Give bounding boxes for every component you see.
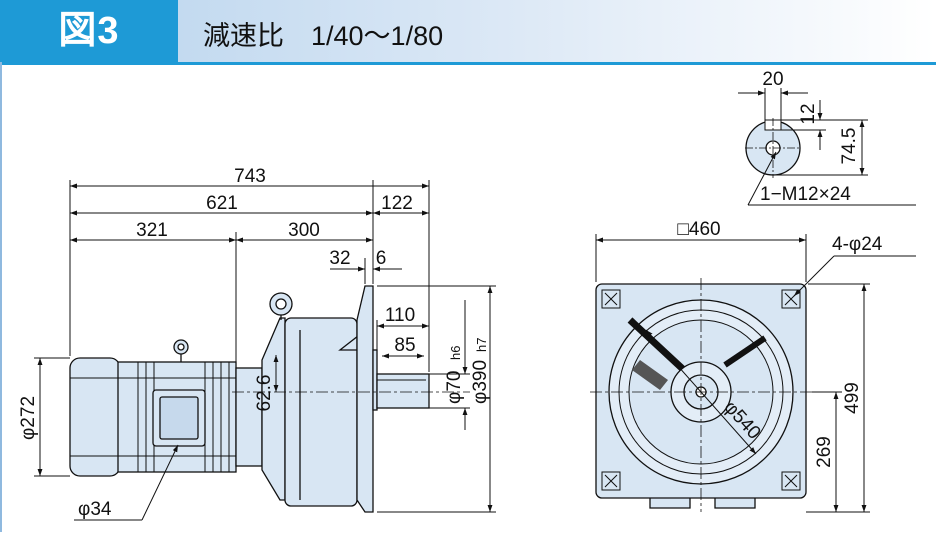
dim-flange-extension: 122 [381,193,413,214]
dim-pilot-dia: φ390 [470,360,491,404]
dim-flange-height: 499 [842,382,863,414]
dim-62-6: 62.6 [254,375,275,412]
bolt-holes [601,289,801,491]
dim-tapped-hole: 1−M12×24 [760,184,851,205]
shaft-end-dimension-lines [738,88,916,206]
flange-bottom-lugs [649,498,756,509]
motor-adapter [235,367,263,467]
dim-motor-length: 321 [136,220,168,241]
dim-key-length: 85 [394,335,415,356]
dim-shaft-height: 74.5 [839,128,860,165]
reduction-ratio-title: 減速比 1/40～1/80 [203,21,444,51]
figure-badge: 図3 [0,0,178,62]
dim-shaft-dia-tolerance: h6 [448,346,463,360]
dim-key-width: 20 [762,69,783,90]
dim-32: 32 [329,248,350,269]
dim-621: 621 [206,193,238,214]
dim-shaft-dia-group: φ70 h6 [444,346,465,404]
header-rule [0,62,936,65]
output-shaft [376,373,430,409]
side-view-dimension-lines [34,180,496,521]
dim-pilot-dia-group: φ390 h7 [470,338,491,404]
terminal-box-cover [159,396,199,440]
dim-6: 6 [376,248,387,269]
dim-motor-dia: φ272 [18,396,39,440]
dim-gear-length: 300 [288,220,320,241]
flange-dimension-lines [595,234,916,513]
dim-key-depth: 12 [798,103,819,124]
dim-shaft-length: 110 [385,305,415,326]
gearbox-housing [284,317,358,507]
motor-end-cover [69,357,121,477]
dim-shaft-dia: φ70 [444,371,465,404]
side-view [69,285,430,513]
dim-bolt-holes: 4-φ24 [832,234,883,255]
dim-overall-length: 743 [234,166,266,187]
motor-cooling-fins [70,362,236,472]
title-band [178,0,936,62]
frame-left-border [0,62,2,532]
shaft-end-detail [745,118,801,178]
figure-label: 図3 [58,10,120,52]
figure-header: 図3 減速比 1/40～1/80 [0,0,936,65]
dim-center-height: 269 [814,436,835,468]
dim-pilot-dia-tolerance: h7 [474,338,489,352]
dim-flange-square: □460 [677,219,720,240]
dim-conduit-dia: φ34 [78,499,112,520]
output-flange [356,285,374,513]
